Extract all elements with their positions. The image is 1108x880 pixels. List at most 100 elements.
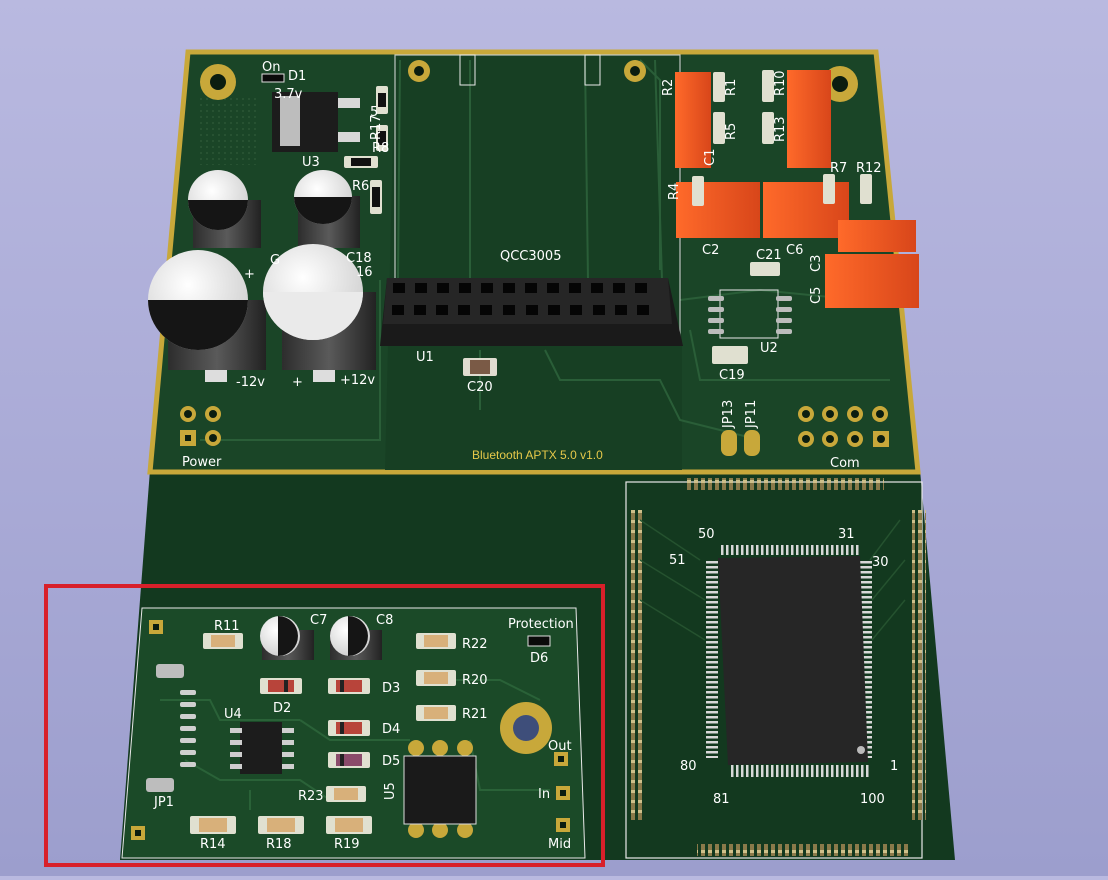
label-power: Power [182, 455, 222, 470]
qfp-100-chip [706, 545, 872, 777]
label-u3: U3 [302, 155, 320, 170]
label-c21: C21 [756, 248, 782, 263]
label-3v7: 3.7v [274, 87, 303, 102]
label-d5: D5 [382, 754, 400, 769]
label-r19: R19 [334, 837, 360, 852]
label-r4: R4 [667, 183, 682, 200]
label-r6: R6 [352, 179, 369, 194]
mounting-hole-center-a [408, 60, 430, 82]
cap-electrolytic-right-top [294, 170, 360, 248]
label-c6: C6 [786, 243, 803, 258]
label-r8: R8 [372, 141, 389, 156]
label-d6: D6 [530, 651, 548, 666]
u1-header [380, 278, 683, 346]
label-r22: R22 [462, 637, 488, 652]
label-plus-1: + [244, 267, 255, 282]
jp1-connector [146, 664, 196, 792]
label-c7: C7 [310, 613, 327, 628]
header-bottom [697, 844, 909, 856]
cap-electrolytic-big-right [263, 244, 376, 382]
label-r13: R13 [773, 116, 788, 142]
label-c20: C20 [467, 380, 493, 395]
label-d4: D4 [382, 722, 400, 737]
label-qcc3005: QCC3005 [500, 249, 561, 264]
u2-chip [719, 289, 779, 339]
label-r2: R2 [661, 79, 676, 96]
label-pin50: 50 [698, 527, 715, 542]
header-left [630, 510, 642, 820]
label-c18: C18 [346, 251, 372, 266]
label-c19: C19 [719, 368, 745, 383]
label-u5: U5 [383, 782, 398, 800]
label-jp1: JP1 [153, 795, 174, 810]
label-c3: C3 [809, 255, 824, 272]
label-r5b: R5 [724, 123, 739, 140]
header-top [684, 478, 884, 490]
protection-resistors [190, 633, 456, 834]
smd-upper-left [344, 86, 388, 214]
label-r17: R17 [369, 114, 384, 140]
label-mid: Mid [548, 837, 571, 852]
label-d3: D3 [382, 681, 400, 696]
label-out: Out [548, 739, 572, 754]
mounting-hole-center-b [624, 60, 646, 82]
label-protection: Protection [508, 617, 574, 632]
label-r12: R12 [856, 161, 882, 176]
cap-electrolytic-big-left [148, 250, 266, 382]
label-r11: R11 [214, 619, 240, 634]
u3-regulator [272, 92, 360, 152]
label-u4: U4 [224, 707, 242, 722]
label-r7: R7 [830, 161, 847, 176]
label-com: Com [830, 456, 860, 471]
label-r20: R20 [462, 673, 488, 688]
label-r21: R21 [462, 707, 488, 722]
u5-chip [403, 740, 477, 838]
label-plus-2: + [292, 375, 303, 390]
label-jp13: JP13 [721, 400, 736, 429]
io-pads [554, 752, 570, 832]
d1-led [261, 73, 285, 83]
label-c16: 16 [356, 265, 373, 280]
power-pads [180, 406, 221, 446]
label-pin51: 51 [669, 553, 686, 568]
label-plus12: +12v [340, 373, 375, 388]
c20-cap [463, 358, 497, 376]
label-r23: R23 [298, 789, 324, 804]
label-r10: R10 [773, 70, 788, 96]
label-pin80: 80 [680, 759, 697, 774]
cap-electrolytic-left-top [188, 170, 261, 248]
label-r1: R1 [724, 79, 739, 96]
label-g: G [270, 253, 280, 268]
label-pin100: 100 [860, 792, 885, 807]
label-r18: R18 [266, 837, 292, 852]
cap-c8 [330, 616, 382, 660]
mounting-hole-tl [200, 64, 236, 100]
board-title: Bluetooth APTX 5.0 v1.0 [472, 448, 603, 462]
label-in: In [538, 787, 550, 802]
label-pin1: 1 [890, 759, 898, 774]
label-c2: C2 [702, 243, 719, 258]
jp-pads [721, 430, 760, 456]
label-c8: C8 [376, 613, 393, 628]
label-u1: U1 [416, 350, 434, 365]
label-u2: U2 [760, 341, 778, 356]
label-pin31: 31 [838, 527, 855, 542]
label-c1: C1 [703, 149, 718, 166]
selection-box [44, 584, 605, 867]
label-on: On [262, 60, 280, 75]
label-jp11: JP11 [744, 400, 759, 429]
label-pin81: 81 [713, 792, 730, 807]
com-pads [798, 406, 889, 447]
label-d2: D2 [273, 701, 291, 716]
label-c5: C5 [809, 287, 824, 304]
header-right [912, 510, 926, 820]
label-pin30: 30 [872, 555, 889, 570]
label-minus12: -12v [236, 375, 265, 390]
protection-diodes [260, 635, 551, 768]
cap-c7 [260, 616, 314, 660]
film-caps [675, 70, 919, 308]
label-d1: D1 [288, 69, 306, 84]
smd-upper-right [692, 70, 872, 364]
